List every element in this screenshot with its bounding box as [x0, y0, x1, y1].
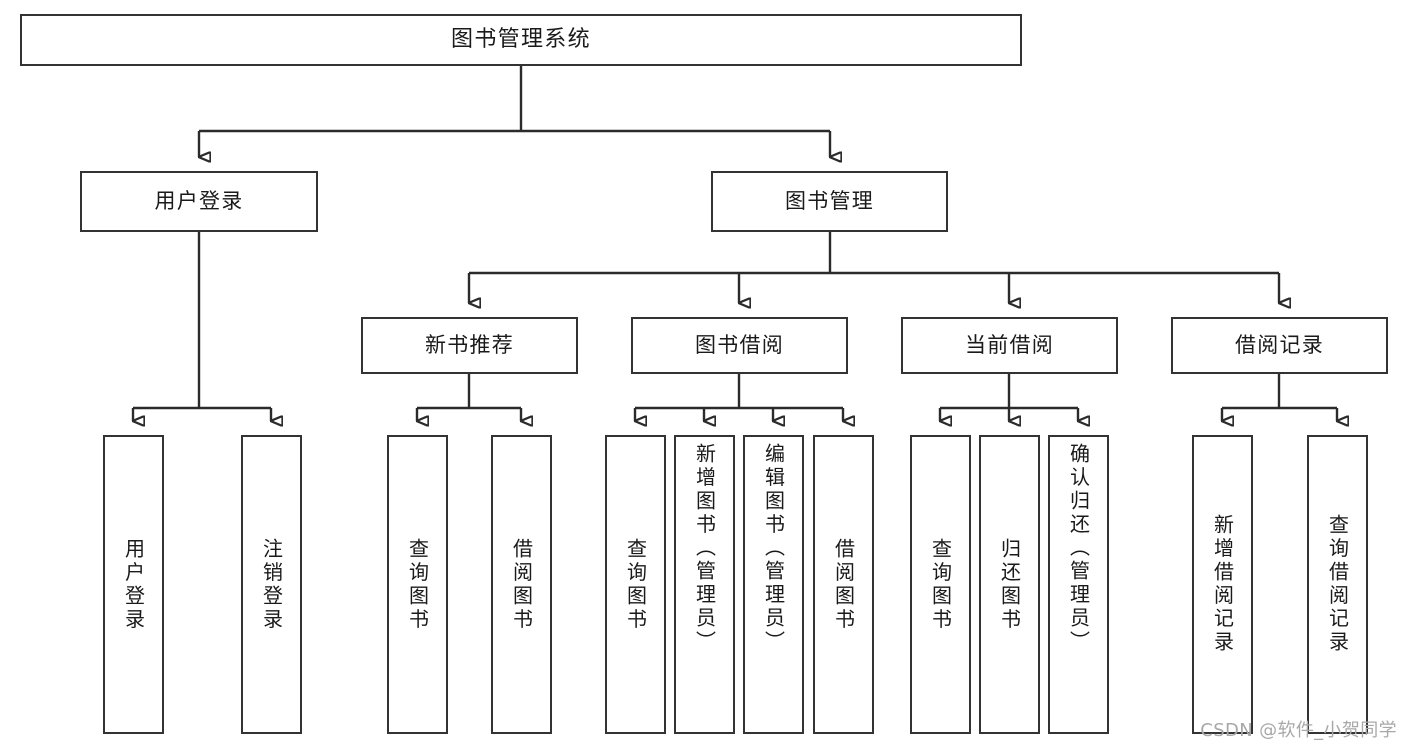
leaf-record-add[interactable]: 新增借阅记录 [1192, 435, 1253, 734]
connector-root-to-level2 [197, 66, 830, 157]
connector-currentborrow-to-leaves [938, 374, 1078, 421]
leaf-current-query-book[interactable]: 查询图书 [910, 435, 971, 734]
node-borrow-record[interactable]: 借阅记录 [1171, 317, 1388, 374]
leaf-user-login-label: 用户登录 [121, 537, 146, 632]
leaf-borrow-edit-book-label: 编辑图书（管理员） [761, 443, 786, 654]
node-book-manage-label: 图书管理 [784, 189, 875, 214]
node-book-borrow[interactable]: 图书借阅 [631, 317, 848, 374]
connector-userlogin-to-leaves [131, 232, 271, 421]
connector-bookborrow-to-leaves [633, 374, 843, 421]
leaf-record-query-label: 查询借阅记录 [1325, 514, 1350, 655]
leaf-borrow-query-book-label: 查询图书 [623, 537, 648, 632]
connector-newbookrec-to-leaves [415, 374, 521, 421]
leaf-borrow-query-book[interactable]: 查询图书 [605, 435, 666, 734]
leaf-borrow-add-book-label: 新增图书（管理员） [692, 443, 717, 654]
leaf-rec-query-book[interactable]: 查询图书 [387, 435, 448, 734]
leaf-record-add-label: 新增借阅记录 [1210, 514, 1235, 655]
node-book-borrow-label: 图书借阅 [694, 333, 785, 358]
leaf-user-logout-label: 注销登录 [259, 537, 284, 632]
node-current-borrow[interactable]: 当前借阅 [901, 317, 1118, 374]
leaf-user-login[interactable]: 用户登录 [103, 435, 164, 734]
leaf-current-confirm-return[interactable]: 确认归还（管理员） [1048, 435, 1109, 734]
leaf-current-return-book[interactable]: 归还图书 [979, 435, 1040, 734]
leaf-current-confirm-return-label: 确认归还（管理员） [1066, 443, 1091, 654]
csdn-watermark: CSDN @软件_小贺同学 [1200, 720, 1397, 741]
leaf-borrow-borrow-book[interactable]: 借阅图书 [813, 435, 874, 734]
leaf-borrow-borrow-book-label: 借阅图书 [831, 537, 856, 632]
leaf-current-return-book-label: 归还图书 [997, 537, 1022, 632]
node-book-manage[interactable]: 图书管理 [711, 171, 948, 232]
leaf-rec-borrow-book-label: 借阅图书 [509, 537, 534, 632]
leaf-rec-query-book-label: 查询图书 [405, 537, 430, 632]
connector-bookmanage-to-level3 [467, 232, 1279, 303]
connector-borrowrecord-to-leaves [1220, 374, 1337, 421]
leaf-borrow-add-book[interactable]: 新增图书（管理员） [674, 435, 735, 734]
node-user-login-label: 用户登录 [154, 189, 244, 214]
node-user-login[interactable]: 用户登录 [80, 171, 318, 232]
leaf-rec-borrow-book[interactable]: 借阅图书 [491, 435, 552, 734]
node-new-book-rec-label: 新书推荐 [424, 333, 515, 358]
leaf-user-logout[interactable]: 注销登录 [241, 435, 302, 734]
node-current-borrow-label: 当前借阅 [964, 333, 1055, 358]
node-borrow-record-label: 借阅记录 [1234, 333, 1325, 358]
leaf-record-query[interactable]: 查询借阅记录 [1307, 435, 1368, 734]
node-root[interactable]: 图书管理系统 [20, 14, 1022, 66]
node-new-book-rec[interactable]: 新书推荐 [361, 317, 578, 374]
node-root-label: 图书管理系统 [451, 27, 591, 53]
leaf-current-query-book-label: 查询图书 [928, 537, 953, 632]
leaf-borrow-edit-book[interactable]: 编辑图书（管理员） [743, 435, 804, 734]
